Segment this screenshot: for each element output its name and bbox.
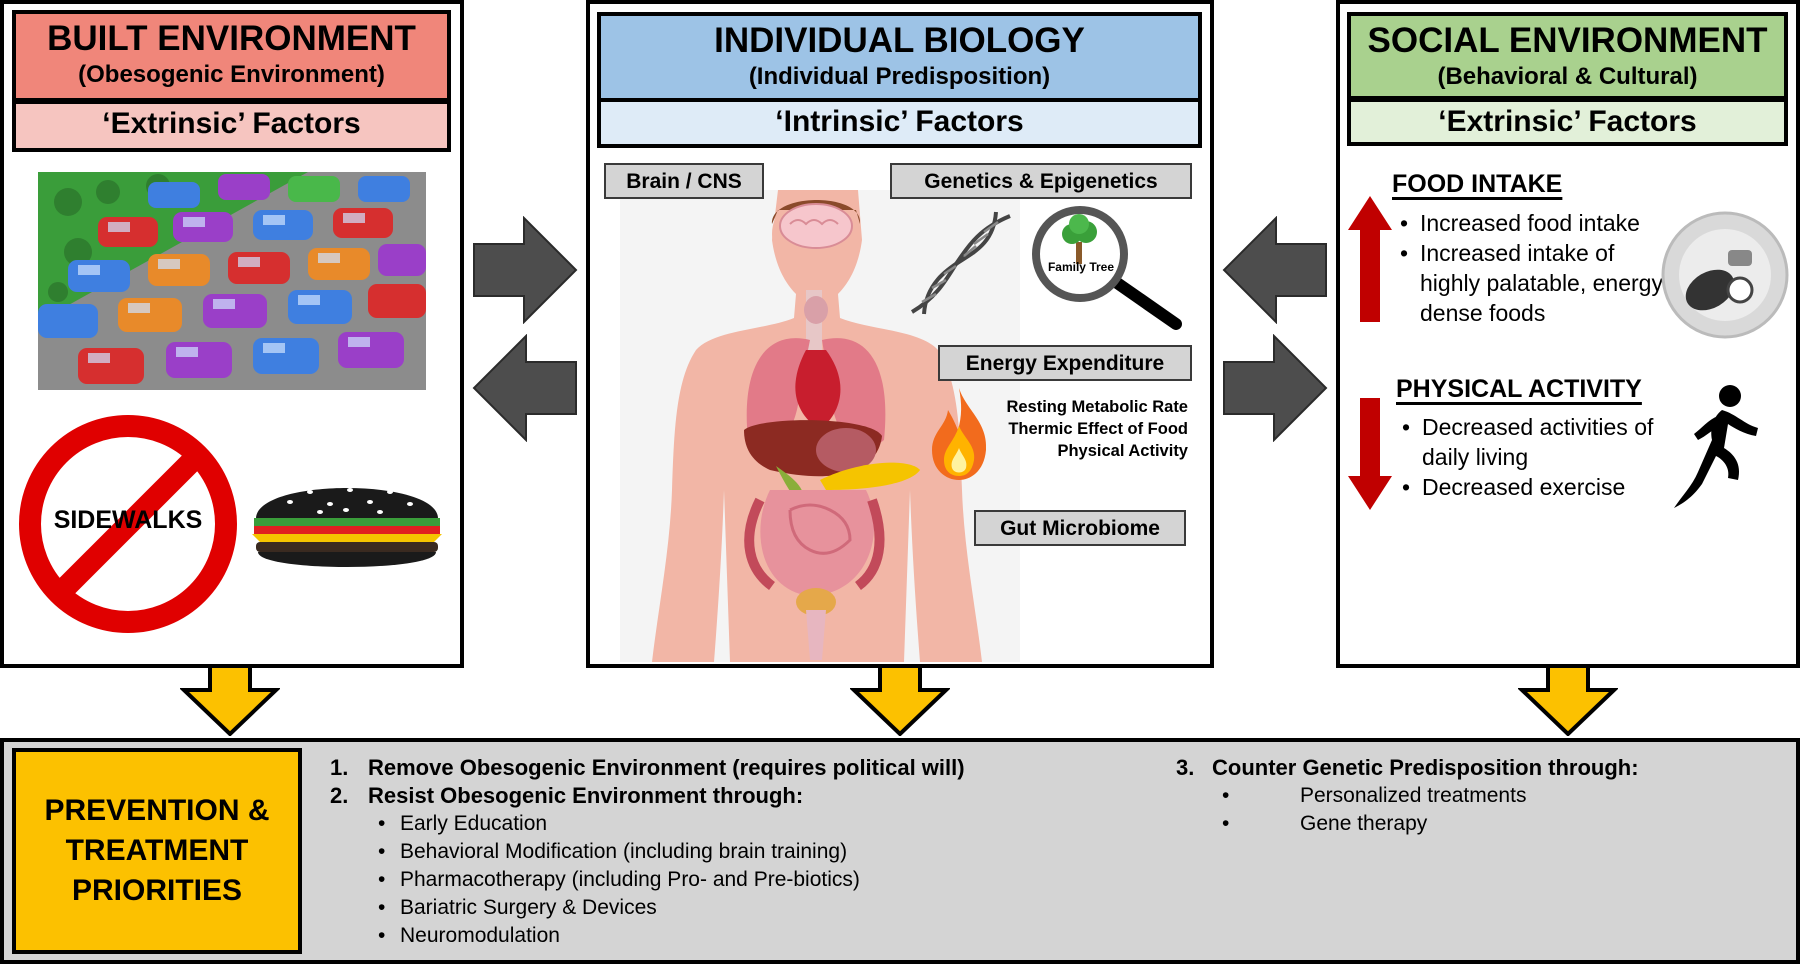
family-tree-label: Family Tree bbox=[1047, 260, 1115, 274]
built-factors-label: ‘Extrinsic’ Factors bbox=[12, 100, 451, 152]
arrow-up-icon bbox=[1348, 196, 1392, 322]
arrow-down-built-icon bbox=[180, 664, 280, 736]
arrow-left-biology-to-built-icon bbox=[472, 334, 577, 442]
built-environment-title: BUILT ENVIRONMENT bbox=[47, 19, 416, 58]
thermic-effect-of-food: Thermic Effect of Food bbox=[1008, 420, 1188, 438]
dna-helix-icon bbox=[910, 211, 1011, 315]
arrow-down-biology-icon bbox=[850, 664, 950, 736]
energy-expenditure-tag: Energy Expenditure bbox=[938, 345, 1192, 381]
list-item: Increased food intake bbox=[1398, 208, 1676, 238]
priority-item-2: 2.Resist Obesogenic Environment through: bbox=[330, 783, 804, 808]
list-item: Behavioral Modification (including brain… bbox=[372, 838, 1090, 866]
physical-activity-list: Decreased activities of daily living Dec… bbox=[1400, 412, 1660, 502]
list-item: Pharmacotherapy (including Pro- and Pre-… bbox=[372, 866, 1090, 894]
brain-cns-tag: Brain / CNS bbox=[604, 163, 764, 199]
priorities-label-box: PREVENTION & TREATMENT PRIORITIES bbox=[12, 748, 302, 954]
physical-activity-heading: PHYSICAL ACTIVITY bbox=[1396, 375, 1642, 403]
list-item: Early Education bbox=[372, 810, 1090, 838]
traffic-jam-image bbox=[38, 172, 426, 390]
human-body-anatomy-image bbox=[620, 190, 1020, 662]
resting-metabolic-rate: Resting Metabolic Rate bbox=[1006, 398, 1188, 416]
social-environment-header: SOCIAL ENVIRONMENT (Behavioral & Cultura… bbox=[1347, 12, 1788, 100]
priorities-label: PREVENTION & TREATMENT PRIORITIES bbox=[44, 794, 270, 907]
list-item: Decreased activities of daily living bbox=[1400, 412, 1660, 472]
priority-item-2-bullets: Early Education Behavioral Modification … bbox=[372, 810, 1090, 950]
built-environment-subtitle: (Obesogenic Environment) bbox=[78, 61, 385, 88]
arrow-down-social-icon bbox=[1518, 664, 1618, 736]
list-item: Neuromodulation bbox=[372, 922, 1090, 950]
social-environment-subtitle: (Behavioral & Cultural) bbox=[1437, 63, 1698, 90]
arrow-down-icon bbox=[1348, 398, 1392, 510]
arrow-right-biology-to-social-icon bbox=[1223, 334, 1328, 442]
arrow-left-social-to-biology-icon bbox=[1222, 216, 1327, 324]
runner-icon bbox=[1674, 385, 1758, 508]
priorities-list-right: 3.Counter Genetic Predisposition through… bbox=[1176, 754, 1776, 838]
priority-item-1: 1.Remove Obesogenic Environment (require… bbox=[330, 755, 965, 780]
individual-biology-title: INDIVIDUAL BIOLOGY bbox=[714, 21, 1085, 60]
gut-microbiome-tag: Gut Microbiome bbox=[974, 510, 1186, 546]
food-intake-list: Increased food intake Increased intake o… bbox=[1398, 208, 1676, 328]
social-factors-label: ‘Extrinsic’ Factors bbox=[1347, 98, 1788, 146]
genetics-epigenetics-tag: Genetics & Epigenetics bbox=[890, 163, 1192, 199]
no-sidewalks-icon bbox=[19, 415, 237, 633]
arrow-right-built-to-biology-icon bbox=[473, 216, 578, 324]
list-item: Increased intake of highly palatable, en… bbox=[1398, 238, 1676, 328]
family-tree-magnifier-icon bbox=[1032, 206, 1182, 330]
energy-expenditure-list: Resting Metabolic Rate Thermic Effect of… bbox=[952, 396, 1188, 462]
priority-item-3-bullets: Personalized treatments Gene therapy bbox=[1216, 782, 1776, 838]
physical-activity: Physical Activity bbox=[1057, 442, 1188, 460]
priorities-list-left: 1.Remove Obesogenic Environment (require… bbox=[330, 754, 1090, 950]
burger-icon bbox=[252, 488, 442, 567]
list-item: Decreased exercise bbox=[1400, 472, 1660, 502]
individual-biology-subtitle: (Individual Predisposition) bbox=[748, 63, 1051, 90]
built-environment-header: BUILT ENVIRONMENT (Obesogenic Environmen… bbox=[12, 10, 451, 102]
food-plate-icon bbox=[1661, 211, 1789, 339]
individual-biology-header: INDIVIDUAL BIOLOGY (Individual Predispos… bbox=[597, 12, 1202, 102]
list-item: Bariatric Surgery & Devices bbox=[372, 894, 1090, 922]
priority-item-3: 3.Counter Genetic Predisposition through… bbox=[1176, 755, 1639, 780]
sidewalks-label: SIDEWALKS bbox=[53, 506, 203, 534]
list-item: Gene therapy bbox=[1216, 810, 1776, 838]
food-intake-heading: FOOD INTAKE bbox=[1392, 170, 1563, 198]
list-item: Personalized treatments bbox=[1216, 782, 1776, 810]
intrinsic-factors-label: ‘Intrinsic’ Factors bbox=[597, 98, 1202, 148]
social-environment-title: SOCIAL ENVIRONMENT bbox=[1367, 21, 1768, 60]
flame-icon bbox=[932, 388, 987, 480]
